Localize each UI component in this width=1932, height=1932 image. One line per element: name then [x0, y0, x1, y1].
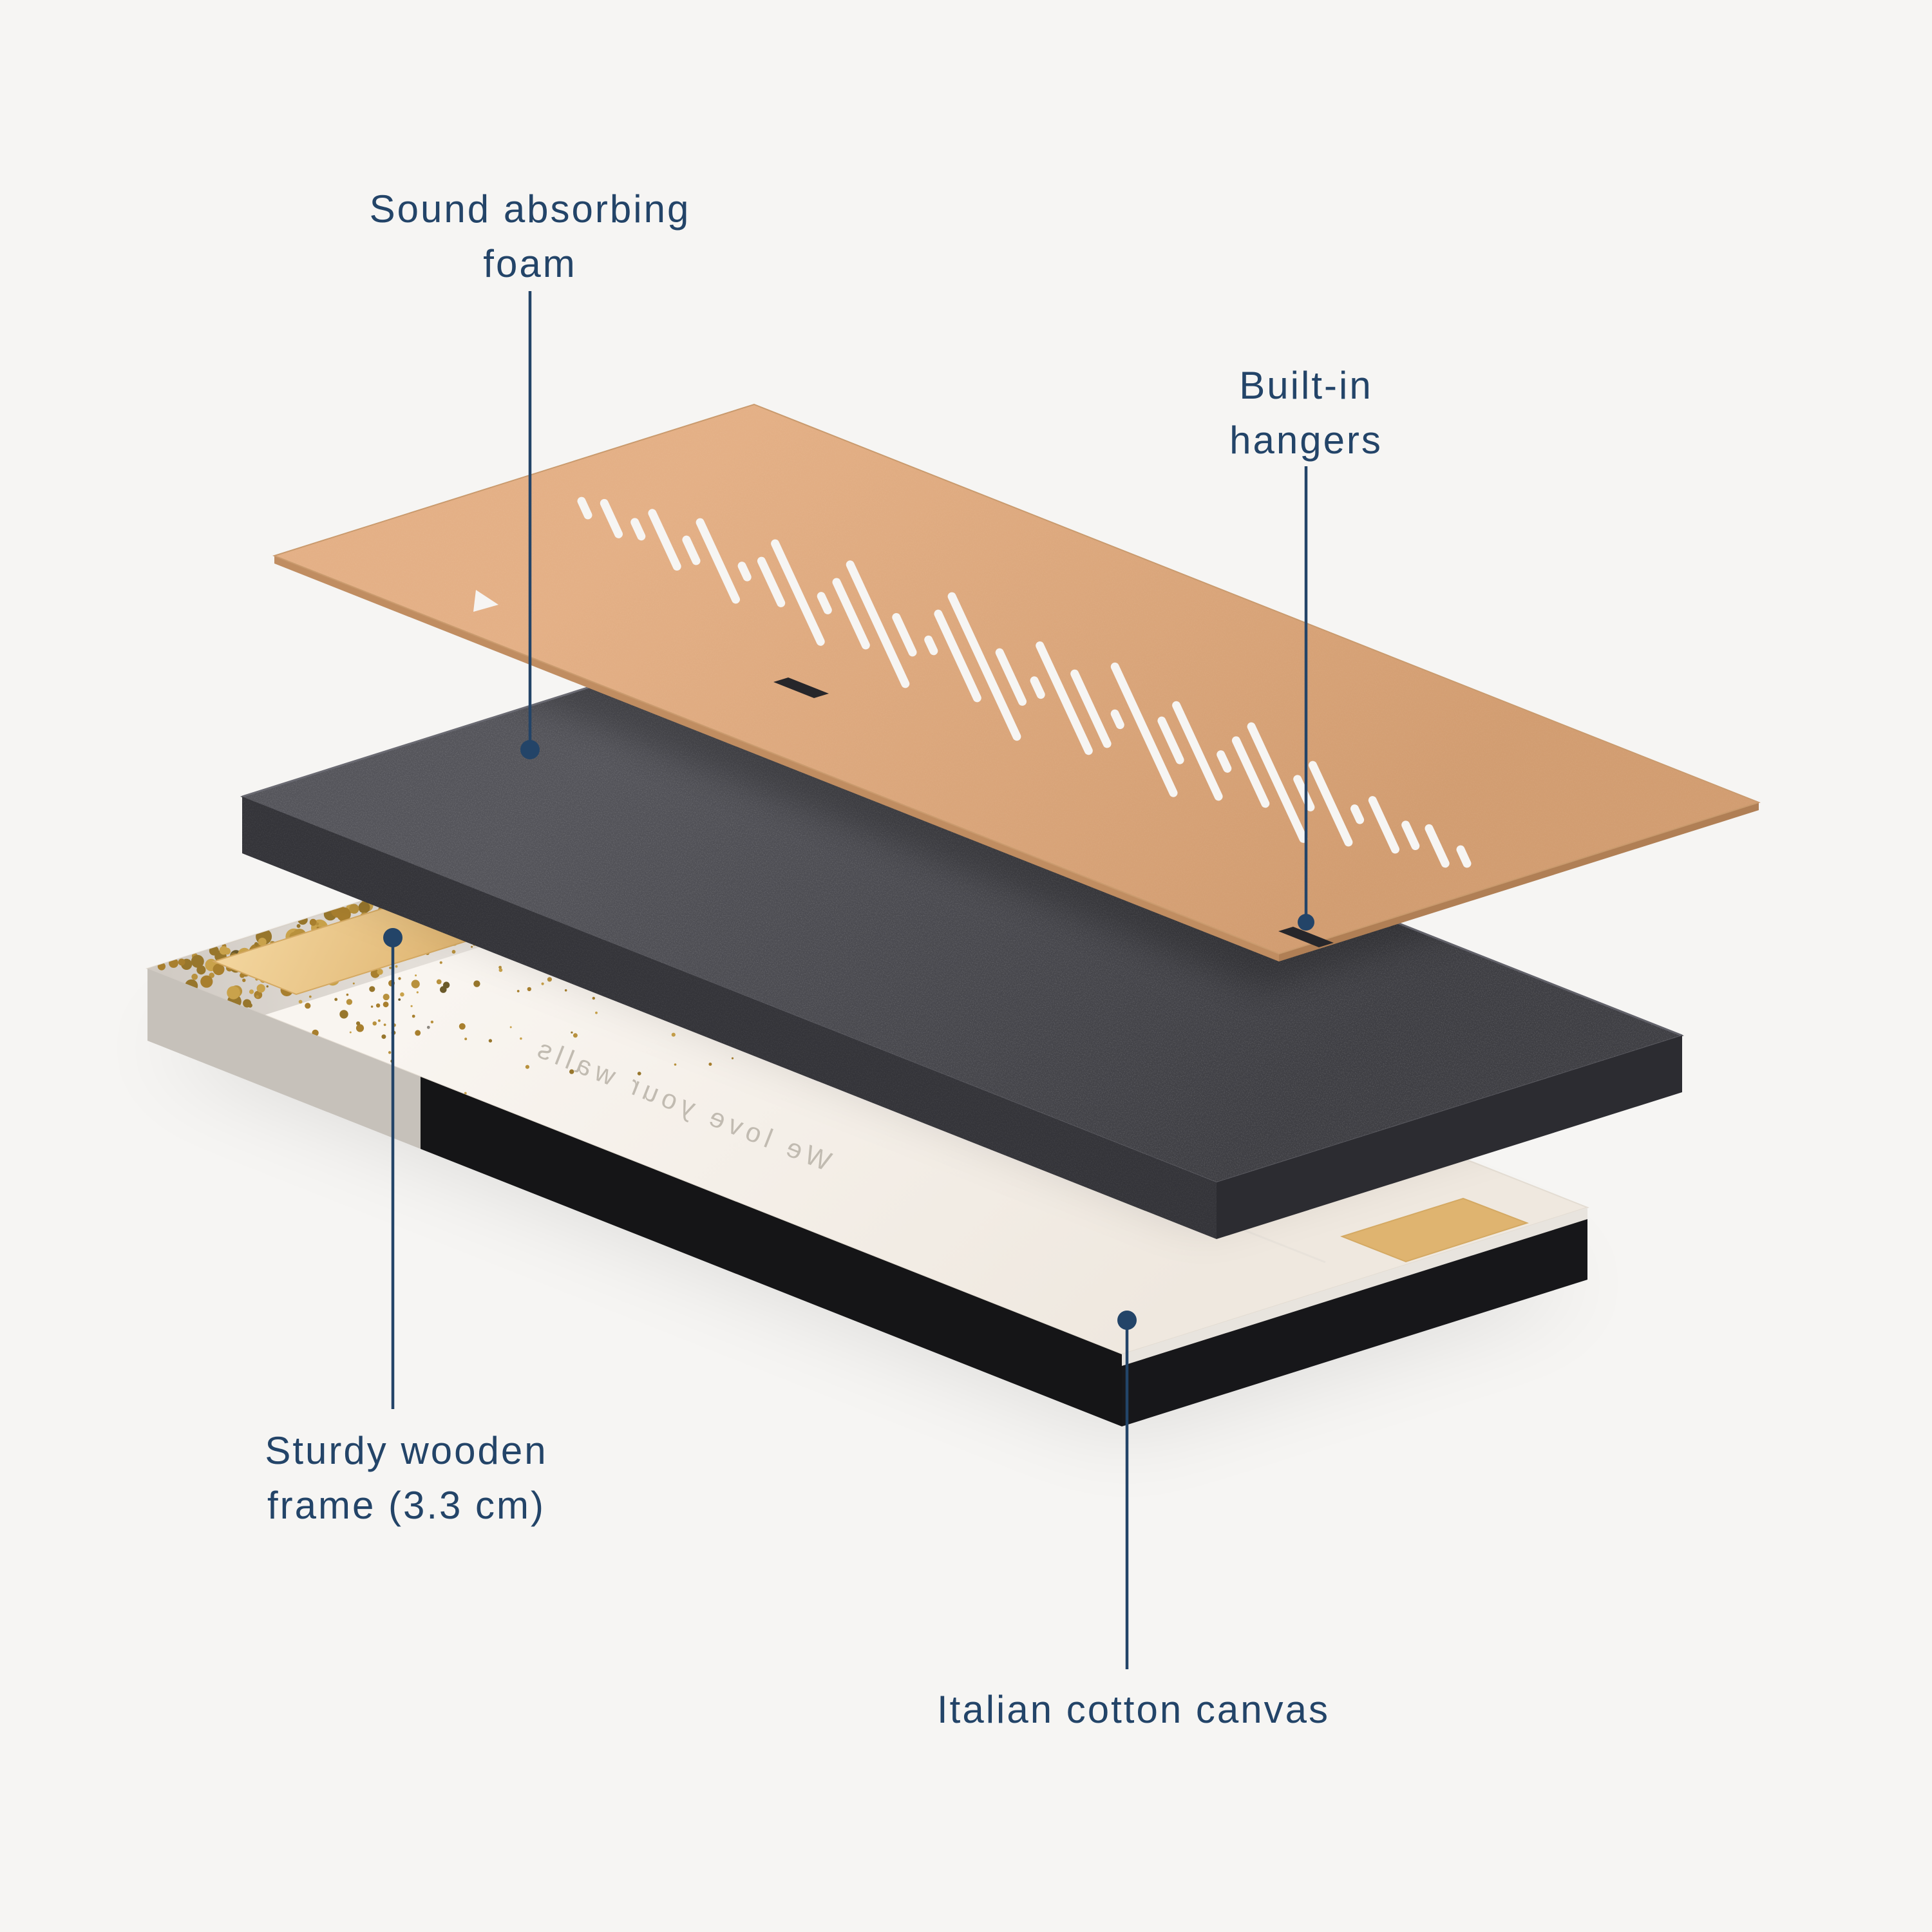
hanger-slot-right	[1278, 927, 1334, 947]
label-built-in-hangers: Built-in hangers	[1229, 358, 1383, 468]
foam-side-right	[1217, 1036, 1682, 1239]
label-line: frame (3.3 cm)	[267, 1484, 546, 1528]
canvas-side-right-white-fold	[1122, 1208, 1587, 1366]
label-line: Built-in	[1239, 364, 1373, 407]
foam-side-texture	[242, 797, 1217, 1239]
canvas-side-left-black	[421, 1077, 1122, 1426]
label-sturdy-wooden-frame: Sturdy wooden frame (3.3 cm)	[265, 1423, 547, 1533]
label-sound-absorbing-foam: Sound absorbing foam	[370, 182, 691, 291]
label-line: Italian cotton canvas	[936, 1688, 1331, 1731]
leader-dot-hangers	[1298, 914, 1314, 931]
leader-dot-canvas	[1117, 1311, 1137, 1330]
label-line: hangers	[1229, 419, 1383, 462]
canvas-side-right-black	[1122, 1219, 1587, 1426]
label-italian-cotton-canvas: Italian cotton canvas	[937, 1682, 1330, 1737]
board-side-right	[1279, 802, 1759, 961]
wooden-stretcher-corner-right	[1340, 1197, 1530, 1263]
label-line: foam	[483, 242, 577, 286]
hanger-slot-left	[773, 677, 829, 698]
soundwave-cutouts	[577, 497, 1472, 868]
leader-dot-foam	[520, 740, 540, 759]
canvas-side-left-light	[147, 969, 421, 1149]
annotations	[383, 291, 1314, 1669]
board-layer	[272, 403, 1761, 961]
leader-dot-frame	[383, 928, 402, 947]
board-side-left	[274, 556, 1279, 961]
play-triangle-cutout	[473, 590, 498, 612]
board-texture	[274, 404, 1759, 954]
label-line: Sturdy wooden	[265, 1429, 548, 1472]
foam-texture	[242, 650, 1682, 1182]
label-line: Sound absorbing	[369, 187, 691, 231]
